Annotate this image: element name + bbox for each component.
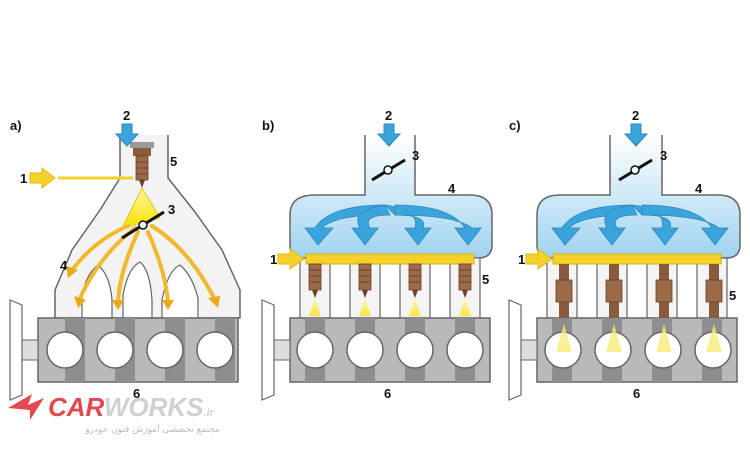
watermark: CARWORKS.ir مجتمع تخصصی آموزش فنون خودرو [8, 392, 220, 435]
air-input-arrow-b [376, 123, 402, 147]
label-fuel-c: 1 [518, 252, 525, 267]
brand-logo-icon [8, 394, 44, 420]
brand-domain: .ir [204, 407, 215, 419]
label-injector-area-c: 5 [729, 288, 736, 303]
panel-c-tag: c) [509, 118, 521, 133]
label-injector-area-a: 5 [170, 154, 177, 169]
throttle-valve-a [121, 210, 165, 240]
label-air-a: 2 [123, 108, 130, 123]
label-fuel-a: 1 [20, 171, 27, 186]
air-flow-arrows-c [551, 204, 729, 246]
brand-subtitle: مجتمع تخصصی آموزش فنون خودرو [84, 423, 220, 435]
panel-a-tag: a) [10, 118, 22, 133]
throttle-valve-b [371, 158, 406, 182]
label-engine-b: 6 [384, 386, 391, 401]
label-throttle-c: 3 [660, 148, 667, 163]
label-fuel-b: 1 [270, 252, 277, 267]
svg-text:CARWORKS.ir: CARWORKS.ir [48, 392, 215, 422]
label-manifold-b: 4 [448, 181, 456, 196]
air-flow-arrows-b [304, 204, 482, 246]
panel-a: a) 1 2 3 4 5 6 [9, 108, 241, 401]
label-engine-a: 6 [133, 386, 140, 401]
throttle-valve-c [618, 158, 653, 182]
fuel-rail-c [525, 248, 722, 270]
engine-block-b [261, 299, 491, 401]
label-injector-area-b: 5 [482, 272, 489, 287]
panel-b: b) 1 2 3 4 5 6 [261, 108, 493, 401]
label-engine-c: 6 [633, 386, 640, 401]
brand-part1: CAR [48, 392, 105, 422]
engine-block-c [508, 299, 738, 401]
air-input-arrow-a [114, 123, 140, 147]
brand-part2: WORKS [104, 392, 204, 422]
injector-a [130, 142, 154, 188]
fuel-input-arrow-a [29, 166, 133, 190]
label-manifold-c: 4 [695, 181, 703, 196]
panel-b-tag: b) [262, 118, 274, 133]
label-air-b: 2 [385, 108, 392, 123]
fuel-rail-b [277, 248, 475, 270]
label-manifold-a: 4 [60, 258, 68, 273]
label-throttle-a: 3 [168, 202, 175, 217]
air-input-arrow-c [623, 123, 649, 147]
injectors-b [308, 263, 472, 316]
label-throttle-b: 3 [412, 148, 419, 163]
panel-c: c) 1 2 3 4 5 6 [508, 108, 741, 401]
label-air-c: 2 [632, 108, 639, 123]
engine-block-a [9, 299, 239, 401]
